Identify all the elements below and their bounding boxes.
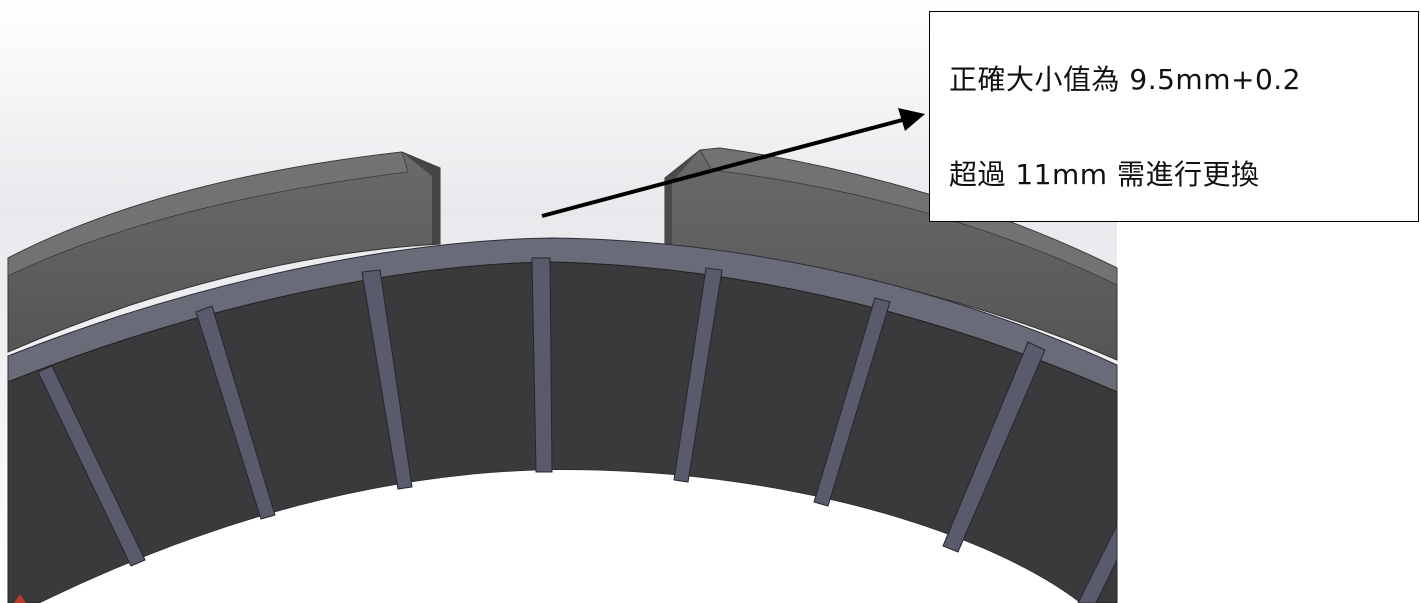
separator-1 [37, 365, 146, 567]
separator-3 [361, 269, 413, 490]
separator-7 [942, 341, 1046, 553]
left-upper-segment-edge [7, 151, 409, 277]
callout-arrow-head [898, 108, 925, 131]
pad-separators [37, 257, 1118, 603]
origin-marker [14, 594, 26, 603]
separator-2 [195, 305, 276, 520]
separator-8 [1077, 524, 1118, 603]
right-upper-segment-edge [699, 147, 1118, 286]
callout-text-replace: 超過 11mm 需進行更換 [949, 158, 1260, 191]
callout-box: 正確大小值為 9.5mm+0.2 超過 11mm 需進行更換 [929, 11, 1419, 222]
separator-6 [813, 297, 891, 507]
callout-text-spec: 正確大小值為 9.5mm+0.2 [949, 63, 1301, 96]
callout-arrow-line [541, 117, 907, 218]
right-upper-segment-chamfer [665, 150, 700, 248]
left-upper-segment-chamfer [402, 152, 440, 244]
separator-5 [673, 267, 723, 483]
separator-4 [531, 257, 553, 473]
